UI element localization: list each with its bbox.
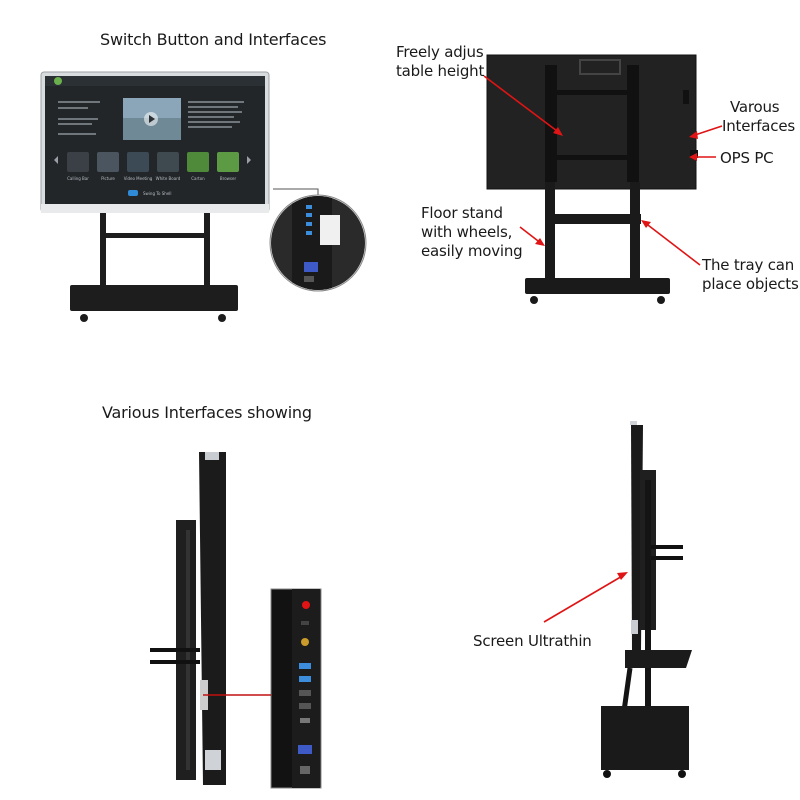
side-view-interfaces [150, 452, 226, 785]
carton-icon[interactable] [187, 152, 209, 172]
app-label: Calling Bar [67, 176, 89, 181]
caption-screen-ultrathin: Screen Ultrathin [473, 632, 592, 650]
logo-icon [54, 77, 62, 85]
arrow-height [483, 75, 562, 135]
front-monitor: Calling Bar Picture Video Meeting White … [40, 71, 270, 213]
caption-various-interfaces: Varous Interfaces [722, 98, 795, 135]
arrow-tray [643, 221, 701, 266]
app-label: White Board [156, 176, 181, 181]
vga-port-icon [304, 262, 318, 272]
caption-floor-stand: Floor stand with wheels, easily moving [421, 204, 523, 260]
interface-detail-panel [270, 588, 322, 789]
app-label: Carton [191, 176, 205, 181]
caption-tray: The tray can place objects [702, 256, 799, 293]
chevron-right-icon[interactable] [247, 156, 251, 164]
picture-icon[interactable] [97, 152, 119, 172]
front-stand [70, 213, 238, 322]
caption-freely-adjustable: Freely adjus table height [396, 43, 485, 80]
chevron-left-icon[interactable] [54, 156, 58, 164]
app-label: Picture [101, 176, 115, 181]
power-button-icon [302, 601, 310, 609]
arrow-ultrathin [543, 574, 625, 623]
video-meeting-icon[interactable] [127, 152, 149, 172]
app-label: Video Meeting [124, 176, 153, 181]
vga-port-icon [298, 745, 312, 754]
ultrathin-side-view [601, 421, 692, 778]
caption-ops-pc: OPS PC [720, 149, 774, 167]
app-icon-row [54, 152, 251, 172]
browser-icon[interactable] [217, 152, 239, 172]
app-label: Browser [220, 176, 237, 181]
swing-to-shell-button[interactable]: Swing To Shell [143, 191, 172, 196]
toggle-switch-icon[interactable] [128, 190, 138, 196]
back-monitor [486, 54, 698, 190]
back-stand [525, 182, 670, 304]
switch-detail-zoom [269, 194, 367, 292]
calling-bar-icon[interactable] [67, 152, 89, 172]
caption-switch-button: Switch Button and Interfaces [100, 30, 327, 49]
caption-interfaces-showing: Various Interfaces showing [102, 403, 312, 422]
white-board-icon[interactable] [157, 152, 179, 172]
